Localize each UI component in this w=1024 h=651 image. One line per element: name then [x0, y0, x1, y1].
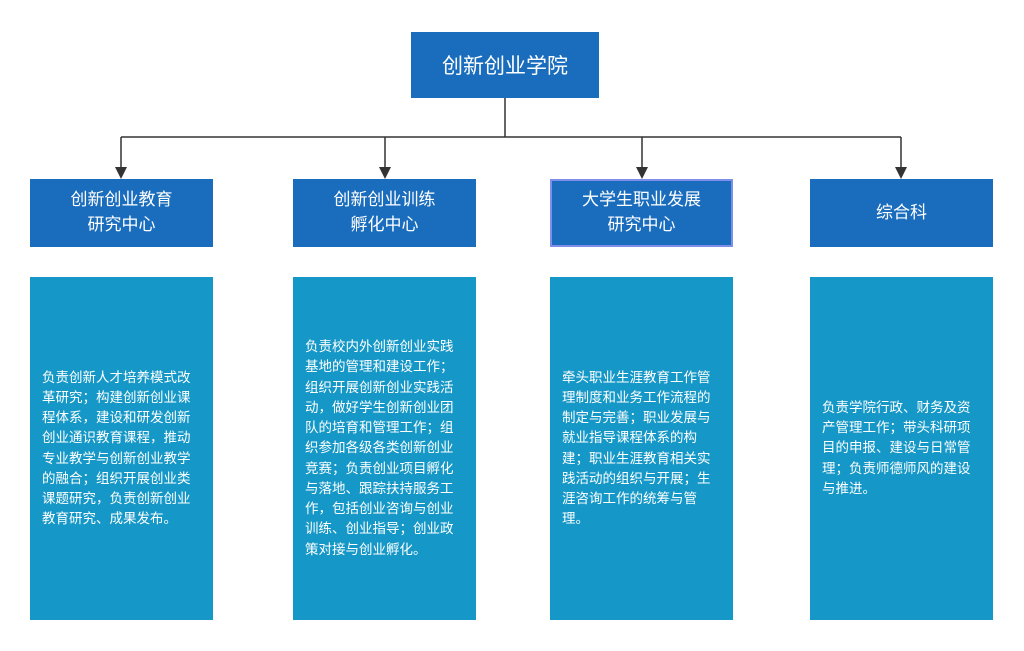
arrow-head-1: [115, 167, 127, 179]
dept-name-4: 综合科: [876, 202, 927, 223]
dept-name-3: 大学生职业发展 研究中心: [582, 190, 701, 235]
arrow-head-3: [636, 167, 648, 179]
dept-desc-2: 负责校内外创新创业实践基地的管理和建设工作；组织开展创新创业实践活动，做好学生创…: [305, 339, 454, 558]
dept-desc-1: 负责创新人才培养模式改革研究；构建创新创业课程体系，建设和研发创新创业通识教育课…: [42, 369, 191, 528]
arrow-head-4: [895, 167, 907, 179]
dept-desc-box-1: 负责创新人才培养模式改革研究；构建创新创业课程体系，建设和研发创新创业通识教育课…: [30, 277, 213, 620]
dept-name-1: 创新创业教育 研究中心: [70, 190, 173, 235]
arrow-head-2: [379, 167, 391, 179]
dept-desc-4: 负责学院行政、财务及资产管理工作；带头科研项目的申报、建设与日常管理；负责师德师…: [822, 399, 971, 497]
root-title: 创新创业学院: [442, 54, 568, 78]
dept-desc-box-4: 负责学院行政、财务及资产管理工作；带头科研项目的申报、建设与日常管理；负责师德师…: [810, 277, 993, 620]
dept-header-4: 综合科: [810, 179, 993, 247]
dept-header-2: 创新创业训练 孵化中心: [293, 179, 476, 247]
dept-desc-box-2: 负责校内外创新创业实践基地的管理和建设工作；组织开展创新创业实践活动，做好学生创…: [293, 277, 476, 620]
dept-name-2: 创新创业训练 孵化中心: [333, 190, 436, 235]
root-node: 创新创业学院: [411, 32, 599, 98]
dept-header-1: 创新创业教育 研究中心: [30, 179, 213, 247]
dept-desc-box-3: 牵头职业生涯教育工作管理制度和业务工作流程的制定与完善；职业发展与就业指导课程体…: [550, 277, 733, 620]
dept-header-3: 大学生职业发展 研究中心: [550, 179, 733, 247]
dept-desc-3: 牵头职业生涯教育工作管理制度和业务工作流程的制定与完善；职业发展与就业指导课程体…: [562, 369, 711, 528]
